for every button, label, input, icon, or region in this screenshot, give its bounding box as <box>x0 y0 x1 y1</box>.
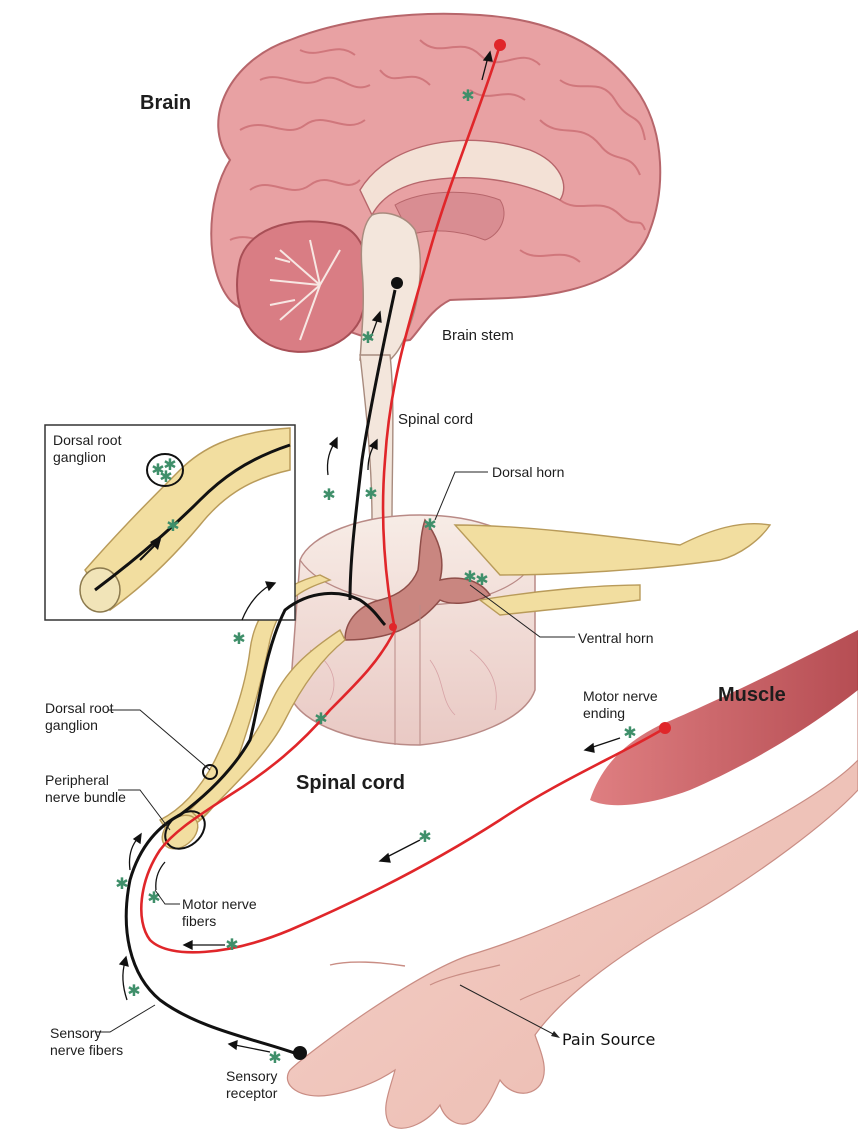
svg-text:✱: ✱ <box>322 485 335 504</box>
svg-text:✱: ✱ <box>115 874 128 893</box>
label-brain-stem: Brain stem <box>442 328 514 344</box>
svg-text:✱: ✱ <box>418 827 431 846</box>
motor-ending-dot <box>659 722 671 734</box>
label-motor-ending-2: ending <box>583 705 625 721</box>
label-peripheral-2: nerve bundle <box>45 789 126 805</box>
svg-text:✱: ✱ <box>361 328 374 347</box>
svg-text:✱: ✱ <box>314 709 327 728</box>
label-receptor-1: Sensory <box>226 1068 277 1084</box>
label-inset-drg-2: ganglion <box>53 449 106 465</box>
label-receptor-2: receptor <box>226 1085 277 1101</box>
svg-text:✱: ✱ <box>166 516 179 535</box>
muscle-tissue <box>590 630 858 805</box>
svg-text:✱: ✱ <box>127 981 140 1000</box>
label-drg-1: Dorsal root <box>45 700 113 716</box>
brainstem-endpoint-dot <box>391 277 403 289</box>
brain <box>211 14 660 360</box>
svg-text:✱: ✱ <box>623 723 636 742</box>
brain-endpoint-dot <box>494 39 506 51</box>
label-spinal-cord-lower: Spinal cord <box>296 772 405 794</box>
label-ventral-horn: Ventral horn <box>578 630 654 646</box>
label-inset-drg-1: Dorsal root <box>53 432 121 448</box>
sensory-receptor-dot <box>293 1046 307 1060</box>
svg-text:✱: ✱ <box>159 467 172 486</box>
label-drg-2: ganglion <box>45 717 98 733</box>
label-muscle: Muscle <box>718 684 786 706</box>
svg-text:✱: ✱ <box>475 570 488 589</box>
svg-text:✱: ✱ <box>147 888 160 907</box>
svg-text:✱: ✱ <box>423 515 436 534</box>
synapse-dot <box>389 623 397 631</box>
svg-text:✱: ✱ <box>461 86 474 105</box>
cerebellum <box>237 221 368 352</box>
svg-text:✱: ✱ <box>364 484 377 503</box>
label-dorsal-horn: Dorsal horn <box>492 464 564 480</box>
svg-text:✱: ✱ <box>225 935 238 954</box>
label-pain-source: Pain Source <box>562 1032 655 1048</box>
label-sensory-fibers-1: Sensory <box>50 1025 101 1041</box>
label-spinal-cord-upper: Spinal cord <box>398 412 473 428</box>
svg-text:✱: ✱ <box>268 1048 281 1067</box>
label-motor-ending-1: Motor nerve <box>583 688 658 704</box>
label-motor-fibers-1: Motor nerve <box>182 896 257 912</box>
svg-text:✱: ✱ <box>232 629 245 648</box>
label-motor-fibers-2: fibers <box>182 913 216 929</box>
label-sensory-fibers-2: nerve fibers <box>50 1042 123 1058</box>
label-peripheral-1: Peripheral <box>45 772 109 788</box>
label-brain: Brain <box>140 92 191 114</box>
